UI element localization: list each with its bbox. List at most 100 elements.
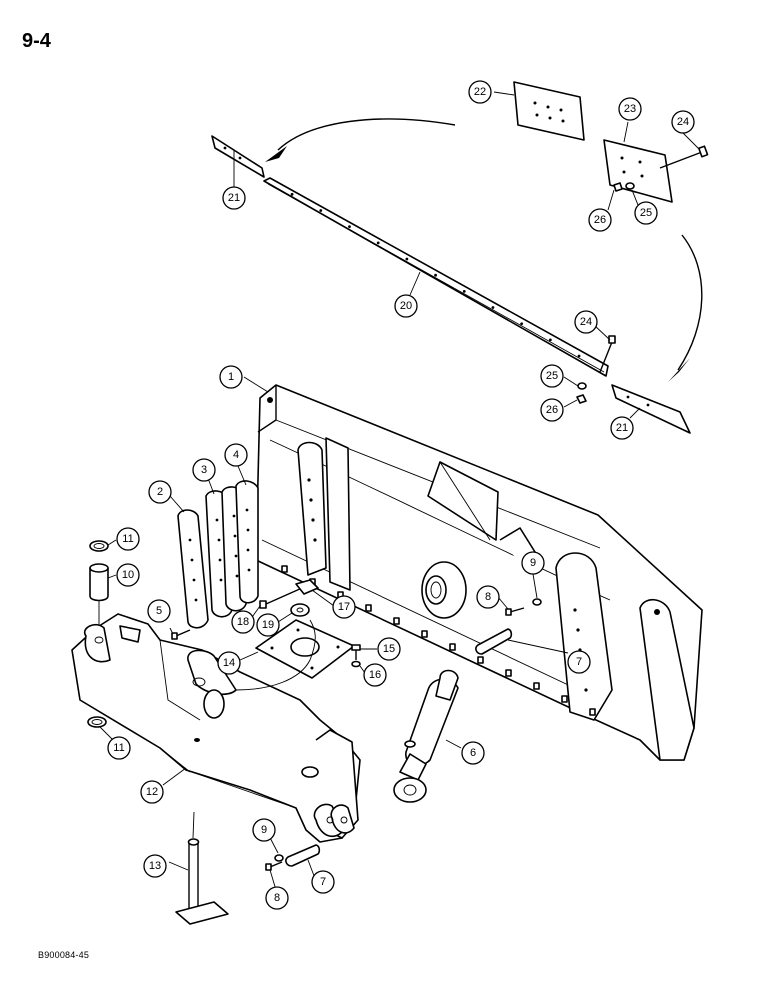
svg-text:20: 20 [400,300,412,312]
part-7-pin-upper [475,628,513,655]
cutting-edge-bolt-hole [462,289,466,293]
svg-text:22: 22 [474,86,486,98]
callout-23: 23 [618,97,642,121]
svg-text:11: 11 [113,742,124,754]
cutting-edge-bolt-hole [434,273,437,277]
callout-22: 22 [468,80,492,104]
part-15-bolt [351,644,361,660]
svg-text:24: 24 [677,116,689,128]
callout-10: 10 [116,563,140,587]
part-8-bolt-upper [505,607,525,616]
part-25-26-lower [576,382,587,404]
part-13-king-pin [175,811,229,925]
part-2-liner [177,509,209,629]
part-12-c-frame [71,613,361,843]
callout-8-lower: 8 [265,886,289,910]
callout-7: 7 [567,650,591,674]
part-4-liner [235,480,259,604]
part-5-bolt [171,629,191,640]
svg-text:9: 9 [530,557,536,569]
callout-26-lower: 26 [540,398,564,422]
blade-center-fin [427,461,499,541]
callout-5: 5 [147,599,171,623]
callout-17: 17 [332,595,356,619]
svg-text:5: 5 [156,605,162,617]
blade-bolt-head [449,643,456,651]
svg-text:16: 16 [369,669,381,681]
svg-text:1: 1 [228,371,234,383]
svg-text:23: 23 [624,103,636,115]
callout-26: 26 [588,208,612,232]
part-7-pin-lower [285,844,321,867]
callout-4: 4 [224,443,248,467]
callout-15: 15 [377,637,401,661]
arrow-right-down [668,234,703,382]
blade-left-bracket [297,437,351,591]
part-1-dozer-blade [255,384,703,761]
callout-13: 13 [143,854,167,878]
part-23-end-bit [603,139,673,203]
svg-text:12: 12 [146,786,158,798]
part-19-washer [290,603,310,617]
callout-25: 25 [634,201,658,225]
callout-11-lower: 11 [107,736,131,760]
svg-text:24: 24 [580,316,592,328]
svg-text:3: 3 [201,464,207,476]
part-11-o-ring-upper [89,540,109,552]
blade-bolt-head [393,617,400,625]
callout-2: 2 [148,480,172,504]
svg-text:7: 7 [576,656,582,668]
svg-text:13: 13 [149,860,161,872]
callout-8: 8 [476,585,500,609]
svg-text:9: 9 [261,824,267,836]
blade-bolt-head [477,656,484,664]
callout-1: 1 [219,365,243,389]
callout-14: 14 [217,651,241,675]
cutting-edge-bolt-hole [348,225,351,229]
svg-text:21: 21 [616,422,628,434]
part-22-cutting-edge-plate [513,81,585,141]
part-9-washer-upper [532,598,542,606]
cutting-edge-bolt-hole [491,306,495,309]
callout-9: 9 [521,551,545,575]
part-17-castle-nut [295,579,319,595]
svg-text:10: 10 [122,569,134,581]
part-20-cutting-edge [263,177,609,377]
svg-text:8: 8 [485,591,491,603]
cutting-edge-bolt-hole [520,322,524,326]
svg-text:18: 18 [237,616,249,628]
callout-25-lower: 25 [540,364,564,388]
svg-text:2: 2 [157,486,163,498]
blade-bolt-head [533,682,540,690]
svg-text:14: 14 [223,657,235,669]
blade-bolt-head [561,695,568,703]
callout-20: 20 [394,294,418,318]
reference-code: B900084-45 [38,950,90,960]
cutting-edge-bolt-hole [405,257,409,261]
cutting-edge-bolt-hole [577,354,581,358]
callout-12: 12 [140,780,164,804]
part-9-washer-lower [274,854,284,862]
blade-bolt-head [421,630,428,638]
part-16-washer [351,660,361,668]
part-25-26-upper [613,182,635,192]
arrow-upper-left [265,118,456,162]
callout-3: 3 [192,458,216,482]
blade-right-end [639,599,695,761]
part-11-o-ring-lower [87,716,107,728]
svg-text:21: 21 [228,192,240,204]
part-8-bolt-lower [265,861,283,871]
cutting-edge-bolt-hole [376,241,380,245]
svg-text:19: 19 [262,619,274,631]
svg-text:25: 25 [640,207,652,219]
leader-lines [99,91,701,891]
part-21-left-end-bit [211,135,265,178]
cutting-edge-bolt-hole [290,192,294,196]
part-14-pivot-plate [255,619,355,679]
blade-bolt-head [365,604,372,612]
svg-text:11: 11 [122,533,133,545]
part-18-bolt [259,587,303,609]
svg-text:6: 6 [470,747,476,759]
svg-text:15: 15 [383,643,395,655]
